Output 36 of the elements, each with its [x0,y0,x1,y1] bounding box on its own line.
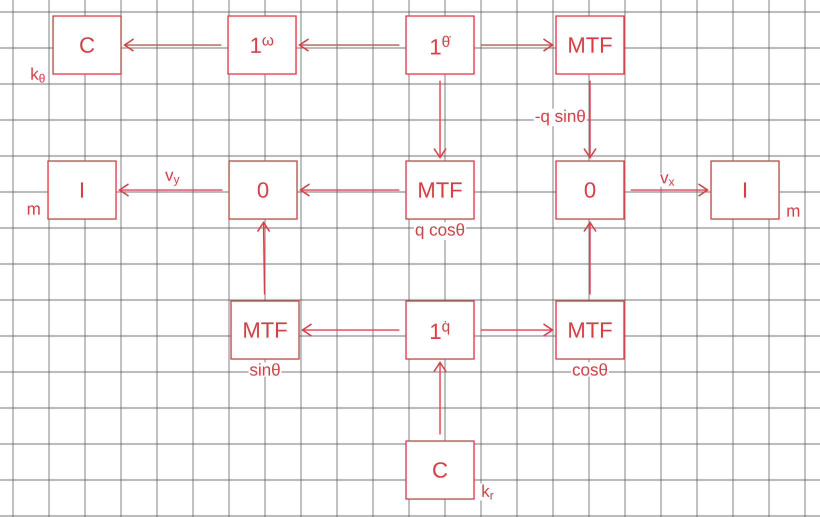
edge-label: v$_{y}$ [165,172,180,186]
bond-graph-element: 0 [555,160,625,220]
bond-graph-element: I [710,160,780,220]
bond-graph-element: C [52,15,122,75]
bond-graph-element: 1$^{θ̇}$ [405,15,475,75]
bond-arrow [256,221,270,294]
bond-graph-element: C [405,440,475,500]
bond-arrow [583,221,597,294]
bond-arrow [299,183,400,197]
bond-arrow [630,183,709,197]
bond-arrow [298,38,400,52]
parameter-label: sinθ [248,362,282,377]
bond-graph-element: MTF [555,300,625,360]
bond-arrow [433,361,447,434]
bond-arrow [480,323,554,337]
parameter-label: cosθ [571,362,609,377]
parameter-label: q cosθ [414,222,466,240]
parameter-label: m [26,204,42,216]
bond-graph-element: MTF [555,15,625,75]
bond-graph-element: 0 [228,160,298,220]
parameter-label: k$_{r}$ [480,484,496,500]
bond-arrow [583,80,597,159]
bond-graph-element: I [47,160,117,220]
edge-label: v$_{x}$ [660,174,674,186]
parameter-label: m [785,206,802,218]
bond-arrow [433,80,447,159]
bond-graph-element: 1$^{q̇}$ [405,300,475,360]
bond-arrow [480,38,554,52]
edge-label: -q sinθ [536,110,585,126]
bond-arrow [123,38,222,52]
bond-arrow [118,183,222,197]
bond-graph-element: 1$^{ω}$ [227,15,297,75]
bond-graph-element: MTF [405,160,475,220]
parameter-label: k$_{θ}$ [29,66,47,84]
bond-arrow [301,323,400,337]
bond-graph-element: MTF [230,300,300,360]
